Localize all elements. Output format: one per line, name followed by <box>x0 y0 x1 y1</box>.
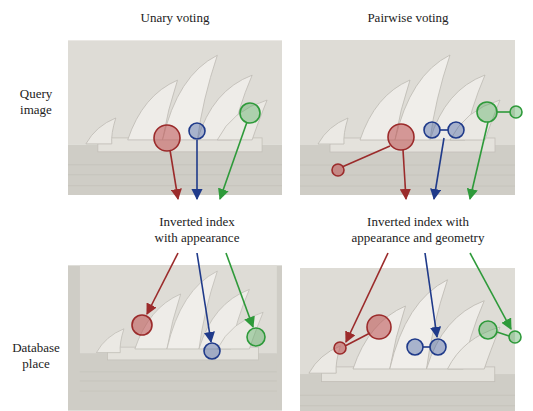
index-label: Inverted index with appearance and geome… <box>342 214 494 246</box>
index-label: Inverted index with appearance <box>148 214 246 246</box>
row-label: Query image <box>6 86 66 118</box>
row-label: Database place <box>5 340 67 372</box>
column-heading: Pairwise voting <box>328 10 488 26</box>
column-heading: Unary voting <box>95 10 255 26</box>
